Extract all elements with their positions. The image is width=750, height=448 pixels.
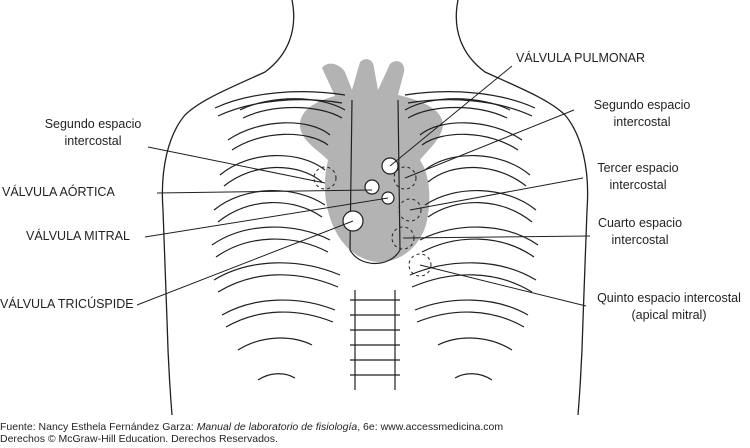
label-valvula-tricuspide: VÁLVULA TRICÚSPIDE: [0, 297, 134, 311]
second-left-area: [313, 166, 337, 190]
source-credit: Fuente: Nancy Esthela Fernández Garza: M…: [0, 421, 503, 445]
label-cuarto-line2: intercostal: [611, 233, 669, 247]
leader-valvula-aortica: [156, 189, 373, 194]
label-valvula-pulmonar: VÁLVULA PULMONAR: [516, 51, 645, 65]
book-title: Manual de laboratorio de fisiología: [196, 421, 358, 433]
leader-segundo-izq: [147, 146, 326, 184]
label-valvula-mitral: VÁLVULA MITRAL: [26, 229, 130, 243]
label-tercer: Tercer espacio intercostal: [578, 160, 698, 194]
leader-valvula-tricuspide: [136, 220, 354, 306]
ribs: [211, 91, 539, 390]
label-segundo-izq-line2: intercostal: [64, 134, 122, 148]
label-quinto: Quinto espacio intercostal (apical mitra…: [588, 290, 750, 324]
label-quinto-line2: (apical mitral): [631, 308, 707, 322]
leader-segundo-der: [404, 109, 575, 179]
label-cuarto: Cuarto espacio intercostal: [580, 215, 700, 249]
third-area: [398, 198, 422, 222]
heart-silhouette: [300, 59, 443, 262]
label-cuarto-line1: Cuarto espacio: [597, 216, 683, 230]
aortic-valve-marker: [364, 179, 380, 195]
leader-cuarto: [402, 235, 591, 239]
label-tercer-line2: intercostal: [609, 178, 667, 192]
leader-valvula-mitral: [144, 197, 389, 238]
leader-lines: [136, 65, 591, 307]
label-quinto-line1: Quinto espacio intercostal: [597, 291, 741, 305]
label-segundo-izq: Segundo espacio intercostal: [28, 116, 158, 150]
label-tercer-line1: Tercer espacio: [597, 161, 679, 175]
label-segundo-izq-line1: Segundo espacio: [44, 117, 142, 131]
label-valvula-aortica: VÁLVULA AÓRTICA: [2, 185, 115, 199]
fifth-area: [408, 253, 432, 277]
source-line: Fuente: Nancy Esthela Fernández Garza: M…: [0, 421, 504, 433]
label-segundo-der-line2: intercostal: [613, 115, 671, 129]
leader-quinto: [419, 264, 587, 307]
leader-valvula-pulmonar: [389, 65, 513, 167]
second-right-area: [393, 166, 417, 190]
leader-tercer: [409, 177, 584, 211]
label-segundo-der-line1: Segundo espacio: [593, 98, 691, 112]
torso-outline: [161, 0, 589, 416]
label-segundo-der: Segundo espacio intercostal: [577, 97, 707, 131]
rights-line: Derechos © McGraw-Hill Education. Derech…: [0, 433, 278, 445]
